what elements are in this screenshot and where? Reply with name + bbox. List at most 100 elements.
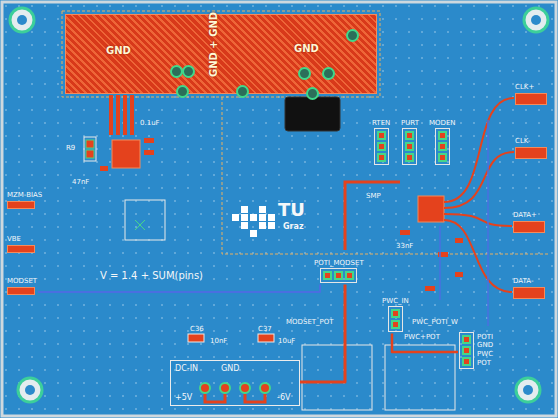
pin-pad	[438, 153, 447, 162]
trace	[109, 95, 113, 135]
logo-square	[241, 206, 248, 213]
silkscreen-label: V = 1.4 + SUM(pins)	[100, 270, 203, 282]
smd-part	[400, 230, 410, 235]
node-text: VBE	[7, 235, 35, 243]
via	[306, 87, 319, 100]
pad-group	[402, 128, 417, 165]
node-text: GND	[221, 364, 239, 374]
silkscreen-label: C37	[258, 325, 272, 333]
text-column: POTIGNDPWCPOT	[477, 333, 493, 368]
test-pad: VBE	[6, 234, 36, 254]
pin-traces	[109, 95, 134, 135]
node-text: MODEN	[429, 119, 456, 127]
node-text: GND + GND	[208, 12, 220, 77]
via	[176, 85, 189, 98]
capacitor	[188, 334, 204, 342]
node-text: +5V	[175, 393, 192, 403]
pin-pad	[391, 309, 400, 318]
pin-pad	[405, 142, 414, 151]
mounting-hole	[10, 8, 548, 402]
drill	[523, 385, 533, 395]
copper-pad	[513, 287, 545, 299]
silkscreen-label: 33nF	[396, 242, 413, 250]
copper-pad	[7, 245, 35, 253]
via	[236, 85, 249, 98]
logo-square	[259, 214, 266, 221]
pin-pad	[438, 142, 447, 151]
pin-pad	[86, 140, 94, 148]
pin-pad	[323, 271, 332, 280]
ic-mark	[135, 220, 145, 230]
smd-part	[100, 166, 108, 171]
node-text: MODSET	[7, 277, 37, 285]
ic-chip	[112, 140, 140, 168]
copper-pad	[515, 147, 547, 159]
keepout-line	[222, 97, 548, 254]
pin-pad	[86, 150, 94, 158]
copper-pad	[7, 287, 35, 295]
silkscreen-label: 47nF	[72, 178, 89, 186]
node-text: POTI_MODSET	[314, 259, 364, 267]
inner-trace	[439, 226, 441, 300]
pin-pad	[462, 357, 471, 366]
smd-part	[425, 286, 435, 291]
pad-group	[459, 332, 474, 369]
node-text: -6V	[277, 393, 290, 403]
pin-header: PWC_IN	[380, 296, 411, 333]
node-text: GND	[106, 45, 131, 57]
header-outline	[84, 137, 96, 161]
node-text: RTEN	[372, 119, 390, 127]
logo-square	[268, 214, 275, 221]
silkscreen-label: PWC_POTI_W	[412, 318, 458, 326]
mounting-hole	[18, 378, 42, 402]
logo-square	[241, 222, 248, 229]
node-text: PWC	[477, 350, 493, 359]
silkscreen-label: 10nF	[210, 337, 227, 345]
logo-square	[250, 230, 257, 237]
pin-pad	[405, 153, 414, 162]
trace	[116, 95, 120, 135]
pin-header: PURT	[399, 118, 421, 166]
pad-group	[320, 268, 357, 283]
pin-pad	[260, 383, 270, 393]
silkscreen-label: Graz	[283, 222, 304, 232]
pin-pad	[220, 383, 230, 393]
silkscreen-label: 0.1uF	[140, 119, 160, 127]
sma-connector: CLK-	[514, 136, 548, 160]
copper-pad	[7, 201, 35, 209]
connector-outline	[302, 345, 372, 410]
trace	[205, 394, 265, 402]
keepout-line	[62, 11, 380, 97]
silkscreen-label: R9	[66, 144, 75, 152]
pin-pad	[391, 320, 400, 329]
pin-header: RTEN	[370, 118, 392, 166]
pin-pad	[462, 346, 471, 355]
pin-pad	[438, 131, 447, 140]
pin-pad	[200, 383, 210, 393]
capacitor	[258, 334, 274, 342]
pin-pad	[345, 271, 354, 280]
node-text: PURT	[401, 119, 419, 127]
silkscreen-label: PWC+POT	[404, 333, 440, 341]
connector-outline	[385, 345, 455, 410]
node-text: GND	[477, 341, 493, 350]
test-pad: MZM-BIAS	[6, 190, 43, 210]
node-text: DATA-	[513, 277, 545, 285]
trace	[130, 95, 134, 135]
pin-pad	[377, 142, 386, 151]
drill	[531, 15, 541, 25]
sma-connector: CLK+	[514, 82, 548, 106]
diff-traces	[444, 98, 514, 292]
silkscreen-label: C36	[190, 325, 204, 333]
pad-group	[374, 128, 389, 165]
mounting-hole	[516, 378, 540, 402]
node-text: PWC_IN	[382, 297, 409, 305]
node-text: CLK-	[515, 137, 547, 145]
node-text: MZM-BIAS	[7, 191, 42, 199]
pin-header: POTI_MODSET	[312, 258, 366, 284]
